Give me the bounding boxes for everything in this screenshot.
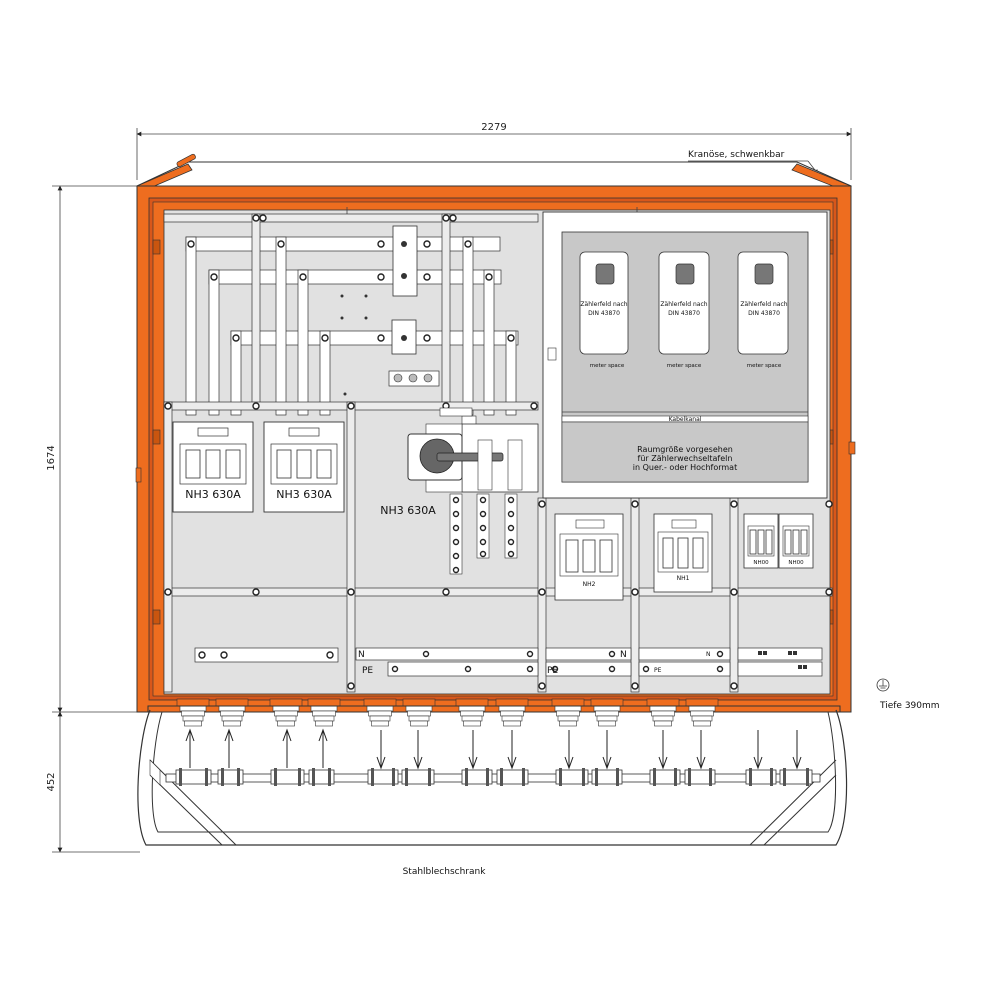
cable-clamp xyxy=(175,768,212,786)
cable-gland xyxy=(590,698,624,727)
pe-label-2: PE xyxy=(547,666,558,676)
switch-handle-icon xyxy=(436,452,504,462)
fuse-label-nh3-1: NH3 630A xyxy=(185,488,241,501)
meter-field-1-standard: DIN 43870 xyxy=(588,310,620,317)
cable-clamp xyxy=(367,768,399,786)
outgoing-arrow-icon xyxy=(507,730,517,770)
cable-clamp xyxy=(461,768,493,786)
meter-field-2: Zählerfeld nach DIN 43870 meter space xyxy=(658,251,710,369)
neutral-pe-bars xyxy=(194,647,823,677)
meter-field-1: Zählerfeld nach DIN 43870 meter space xyxy=(579,251,629,369)
fuse-base-nh3-1: NH3 630A xyxy=(172,421,254,513)
busbar-bolts xyxy=(164,214,833,690)
fuse-base-nh00-1: NH00 xyxy=(743,513,779,569)
outgoing-arrow-icon xyxy=(696,730,706,770)
meter-field-2-caption: meter space xyxy=(667,363,702,369)
meter-field-3-title: Zählerfeld nach xyxy=(740,301,787,308)
cable-direction-arrows xyxy=(185,728,802,770)
dimension-lines xyxy=(52,128,852,853)
cable-clamp xyxy=(308,768,335,786)
cable-clamp xyxy=(555,768,589,786)
cable-clamp xyxy=(270,768,305,786)
neutral-label-1: N xyxy=(358,650,365,660)
cable-gland xyxy=(402,698,436,727)
cable-clamp xyxy=(684,768,716,786)
fuse-base-nh2: NH2 xyxy=(554,513,624,601)
cabinet-type-label: Stahlblechschrank xyxy=(403,867,487,877)
cable-clamp xyxy=(745,768,777,786)
width-dimension: 2279 xyxy=(481,122,506,133)
cable-clamps xyxy=(175,768,813,786)
pe-label-3: PE xyxy=(654,667,662,674)
cable-gland xyxy=(176,698,210,727)
outgoing-arrow-icon xyxy=(564,730,574,770)
main-switch xyxy=(407,407,539,493)
incoming-arrow-icon xyxy=(224,728,234,768)
crane-eye-label: Kranöse, schwenkbar xyxy=(688,150,785,160)
cable-gland xyxy=(646,698,680,727)
cable-clamp xyxy=(779,768,813,786)
cable-gland xyxy=(495,698,529,727)
neutral-label-2: N xyxy=(620,650,627,660)
cable-clamp xyxy=(401,768,435,786)
outgoing-arrow-icon xyxy=(658,730,668,770)
meter-field-3-standard: DIN 43870 xyxy=(748,310,780,317)
cable-clamp xyxy=(649,768,681,786)
meter-field-1-caption: meter space xyxy=(590,363,625,369)
fuse-base-nh3-2: NH3 630A xyxy=(263,421,345,513)
cable-gland xyxy=(215,698,249,727)
fuse-label-nh3-2: NH3 630A xyxy=(276,488,332,501)
cable-clamp xyxy=(217,768,244,786)
cable-rail xyxy=(165,773,821,783)
meter-note-line-1: Raumgröße vorgesehen xyxy=(637,445,733,454)
fuse-base-nh00-2: NH00 xyxy=(778,513,814,569)
outgoing-arrow-icon xyxy=(753,730,763,770)
outgoing-arrow-icon xyxy=(468,730,478,770)
cable-gland xyxy=(269,698,303,727)
meter-field-3: Zählerfeld nach DIN 43870 meter space xyxy=(737,251,789,369)
incoming-arrow-icon xyxy=(282,728,292,768)
cable-channel-label: Kabelkanal xyxy=(669,416,702,423)
cable-clamp xyxy=(496,768,529,786)
outgoing-arrow-icon xyxy=(376,730,386,770)
meter-note-line-2: für Zählerwechseltafeln xyxy=(638,454,733,463)
pe-label-1: PE xyxy=(362,666,373,676)
incoming-arrow-icon xyxy=(185,728,195,768)
base-height-dimension: 452 xyxy=(46,772,57,791)
earth-icon xyxy=(876,678,890,692)
fuse-label-nh00-2: NH00 xyxy=(788,560,804,566)
control-terminal xyxy=(388,370,440,387)
fuse-base-nh1: NH1 xyxy=(653,513,713,593)
busbar-supports xyxy=(391,225,418,355)
height-dimension: 1674 xyxy=(46,445,57,470)
main-switch-label: NH3 630A xyxy=(380,504,436,517)
switch-outgoing-terminals xyxy=(449,493,518,575)
cable-gland xyxy=(307,698,341,727)
cable-clamp xyxy=(591,768,623,786)
neutral-label-3: N xyxy=(706,651,711,658)
cable-gland-row xyxy=(176,698,719,727)
outgoing-arrow-icon xyxy=(792,730,802,770)
meter-field-1-title: Zählerfeld nach xyxy=(580,301,627,308)
fuse-label-nh00-1: NH00 xyxy=(753,560,769,566)
depth-label: Tiefe 390mm xyxy=(879,701,940,711)
outgoing-arrow-icon xyxy=(413,730,423,770)
cable-gland xyxy=(685,698,719,727)
crane-eye-left xyxy=(176,153,196,167)
fuse-label-nh2: NH2 xyxy=(583,581,596,588)
meter-field-2-standard: DIN 43870 xyxy=(668,310,700,317)
incoming-arrow-icon xyxy=(318,728,328,768)
cable-gland xyxy=(455,698,489,727)
meter-field-3-caption: meter space xyxy=(747,363,782,369)
meter-field-2-title: Zählerfeld nach xyxy=(660,301,707,308)
outgoing-arrow-icon xyxy=(602,730,612,770)
meter-note-line-3: in Quer.- oder Hochformat xyxy=(633,463,737,472)
fuse-label-nh1: NH1 xyxy=(677,575,690,582)
cable-gland xyxy=(363,698,397,727)
base-frame xyxy=(137,705,848,846)
cable-gland xyxy=(551,698,585,727)
mounting-holes xyxy=(340,294,368,396)
